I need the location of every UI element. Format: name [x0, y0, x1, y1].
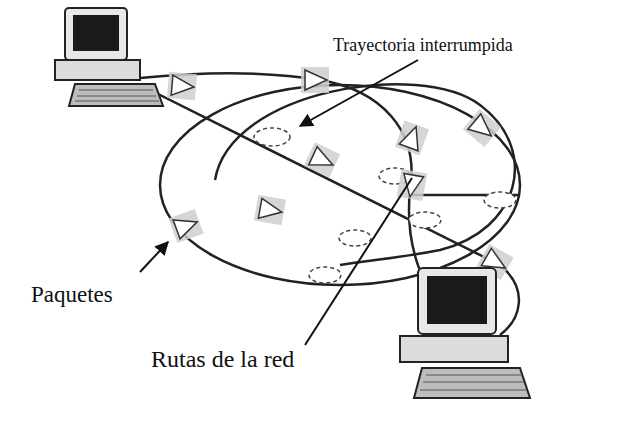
computer: [400, 268, 530, 398]
broken-link: [254, 128, 290, 146]
broken-link: [484, 192, 516, 208]
packet: [395, 120, 429, 155]
packet: [304, 142, 340, 177]
packets: [167, 67, 514, 280]
network-route: [140, 73, 520, 335]
callout-label: Rutas de la red: [148, 346, 297, 372]
route-diagonal: [150, 90, 500, 265]
packet: [168, 209, 203, 243]
callout-label: Paquetes: [28, 282, 116, 307]
leader-arrow: [140, 242, 168, 272]
leader-lines: [140, 60, 418, 345]
broken-link: [409, 212, 441, 228]
route-arc: [215, 84, 515, 265]
computer: [55, 8, 163, 106]
callout-label: Trayectoria interrumpida: [330, 36, 516, 56]
packet: [301, 67, 329, 93]
packet: [463, 109, 501, 147]
broken-link: [309, 267, 341, 283]
leader-arrow: [300, 60, 418, 126]
packet: [167, 72, 197, 100]
broken-link: [339, 230, 371, 246]
leader-line: [305, 178, 412, 345]
broken-link: [254, 128, 516, 283]
packet: [254, 195, 286, 225]
